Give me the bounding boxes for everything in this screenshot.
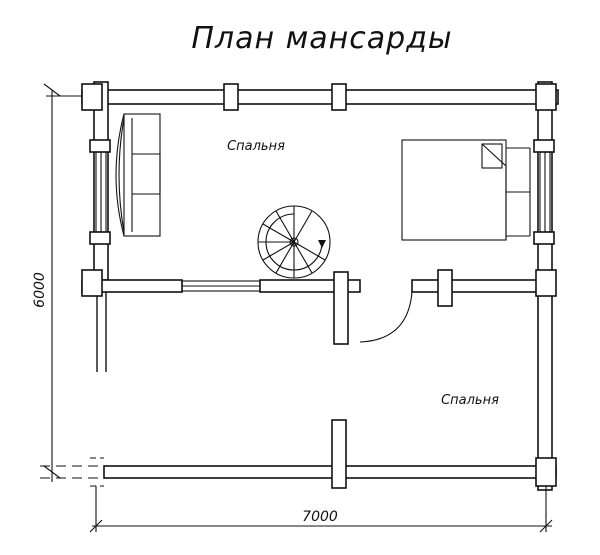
partition-wall bbox=[81, 269, 557, 345]
plan-title: План мансарды bbox=[191, 21, 452, 56]
width-dimension-label: 7000 bbox=[302, 509, 338, 525]
bed bbox=[401, 139, 531, 241]
log-end bbox=[533, 231, 555, 245]
log-end bbox=[81, 83, 103, 111]
log-end bbox=[81, 269, 103, 297]
room-label-lower-bedroom: Спальня bbox=[441, 393, 499, 408]
bottom-wall-main bbox=[103, 465, 557, 479]
log-end bbox=[89, 231, 111, 245]
log-end bbox=[533, 139, 555, 153]
top-wall bbox=[81, 89, 559, 105]
partition-right bbox=[411, 279, 553, 293]
room-label-upper-bedroom: Спальня bbox=[227, 139, 285, 154]
spiral-staircase bbox=[257, 205, 331, 279]
log-end bbox=[89, 139, 111, 153]
bottom-wall bbox=[40, 419, 557, 489]
door-jamb-left bbox=[333, 271, 349, 345]
height-dimension-label: 6000 bbox=[32, 272, 48, 308]
door-swing bbox=[359, 291, 413, 343]
log-end bbox=[535, 83, 557, 111]
sofa bbox=[115, 113, 161, 237]
log-end bbox=[223, 83, 239, 111]
log-end bbox=[437, 269, 453, 307]
bottom-post bbox=[331, 419, 347, 489]
log-end bbox=[331, 83, 347, 111]
height-dimension: 6000 bbox=[32, 83, 82, 482]
log-end bbox=[535, 269, 557, 297]
width-dimension: 7000 bbox=[89, 486, 553, 533]
log-end bbox=[535, 457, 557, 487]
